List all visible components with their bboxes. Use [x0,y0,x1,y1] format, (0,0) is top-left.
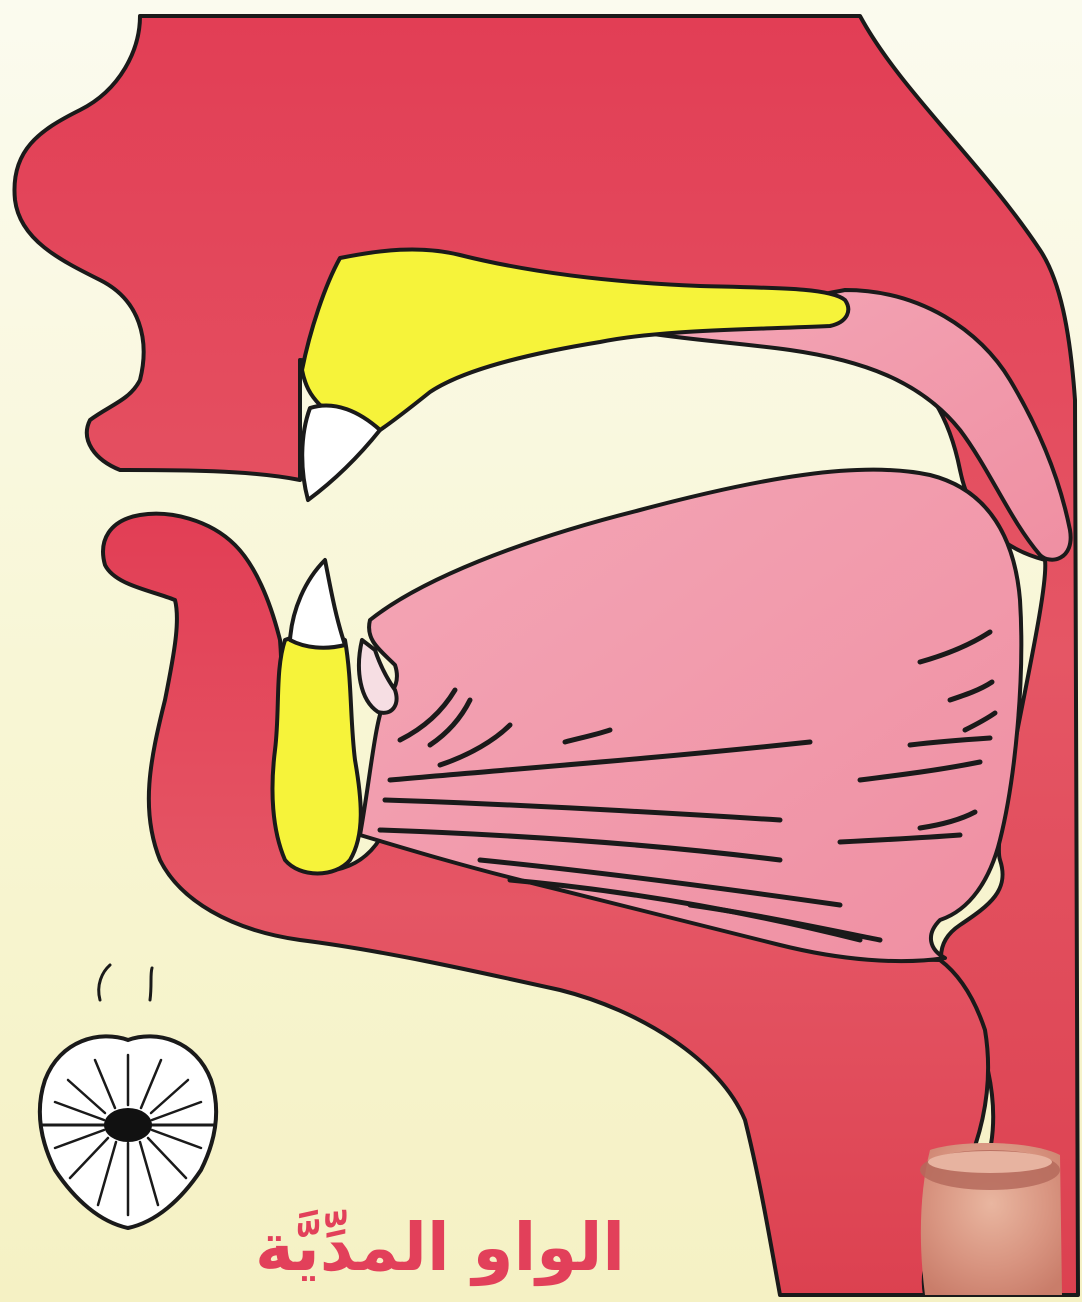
lower-incisor [290,560,345,648]
rounded-lips-icon [40,965,216,1228]
larynx-detail [920,1143,1062,1295]
diagram-caption: الواو المدِّيَّة [230,1200,650,1295]
mandible-bone [272,634,360,874]
upper-incisor [302,405,380,500]
